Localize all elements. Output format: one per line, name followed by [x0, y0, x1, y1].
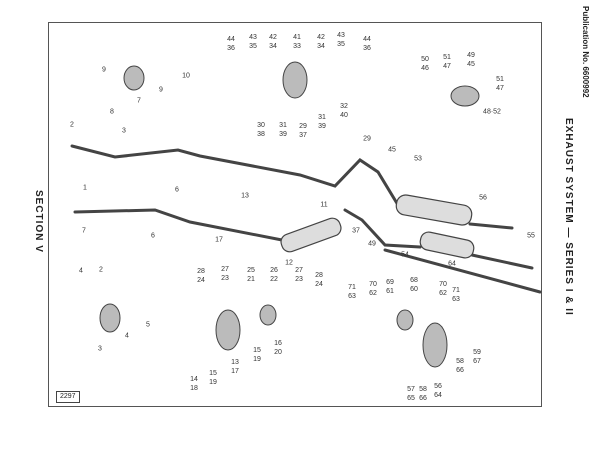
- part-callout: 3: [122, 127, 126, 135]
- part-callout: 16 20: [274, 340, 282, 356]
- silencer-lower: [280, 217, 342, 253]
- mounting-bracket: [422, 322, 448, 368]
- part-callout: 42 34: [317, 34, 325, 50]
- part-callout: 2: [99, 266, 103, 274]
- rubber-mounting: [259, 304, 277, 326]
- part-callout: 6: [151, 232, 155, 240]
- part-callout: 53: [414, 155, 422, 163]
- part-callout: 4: [125, 332, 129, 340]
- part-callout: 28 24: [315, 272, 323, 288]
- publication-number: Publication No. 6600992: [581, 6, 590, 98]
- part-callout: 56: [479, 194, 487, 202]
- front-pipe-lower: [73, 208, 284, 242]
- part-callout: 48·52: [483, 108, 501, 116]
- tail-pipe-upper: [468, 222, 514, 230]
- part-callout: 9: [102, 66, 106, 74]
- part-callout: 59 67: [473, 349, 481, 365]
- part-callout: 45: [388, 146, 396, 154]
- part-callout: 49 45: [467, 52, 475, 68]
- part-callout: 11: [320, 201, 328, 209]
- part-callout: 69 61: [386, 279, 394, 295]
- diagram-frame: [48, 22, 542, 407]
- part-callout: 57 65: [407, 386, 415, 402]
- part-callout: 27 23: [295, 267, 303, 283]
- silencer-front: [395, 194, 473, 226]
- part-callout: 30 38: [257, 122, 265, 138]
- part-callout: 58 66: [419, 386, 427, 402]
- part-callout: 44 36: [363, 36, 371, 52]
- part-callout: 3: [98, 345, 102, 353]
- part-callout: 17: [215, 236, 223, 244]
- intermediate-pipe: [343, 208, 422, 249]
- part-callout: 64: [448, 260, 456, 268]
- part-callout: 25 21: [247, 267, 255, 283]
- part-callout: 68 60: [410, 277, 418, 293]
- part-callout: 55: [527, 232, 535, 240]
- part-callout: 26 22: [270, 267, 278, 283]
- part-callout: 7: [82, 227, 86, 235]
- part-callout: 29: [363, 135, 371, 143]
- part-callout: 70 62: [439, 281, 447, 297]
- part-callout: 37: [352, 227, 360, 235]
- part-callout: 50 46: [421, 56, 429, 72]
- part-callout: 27 23: [221, 266, 229, 282]
- part-callout: 13: [241, 192, 249, 200]
- part-callout: 71 63: [348, 284, 356, 300]
- part-callout: 6: [175, 186, 179, 194]
- clamp-bracket: [99, 303, 121, 333]
- part-callout: 58 66: [456, 358, 464, 374]
- part-callout: 31 39: [279, 122, 287, 138]
- part-callout: 42 34: [269, 34, 277, 50]
- part-callout: 43 35: [337, 32, 345, 48]
- silencer-rear: [419, 231, 475, 259]
- part-callout: 41 33: [293, 34, 301, 50]
- part-callout: 51 47: [496, 76, 504, 92]
- part-callout: 15 19: [253, 347, 261, 363]
- part-callout: 49: [368, 240, 376, 248]
- tail-pipe-middle: [470, 253, 534, 270]
- part-callout: 14 18: [190, 376, 198, 392]
- section-label: SECTION V: [33, 190, 44, 253]
- plate-number: 2297: [56, 391, 80, 403]
- mounting-bracket: [282, 61, 308, 99]
- part-callout: 32 40: [340, 103, 348, 119]
- part-callout: 2: [70, 121, 74, 129]
- part-callout: 5: [146, 321, 150, 329]
- part-callout: 1: [83, 184, 87, 192]
- part-callout: 71 63: [452, 287, 460, 303]
- part-callout: 56 64: [434, 383, 442, 399]
- part-callout: 44 36: [227, 36, 235, 52]
- part-callout: 13 17: [231, 359, 239, 375]
- front-pipe-upper: [70, 144, 400, 207]
- part-callout: 54: [401, 251, 409, 259]
- clamp-bracket: [123, 65, 145, 91]
- part-callout: 15 19: [209, 370, 217, 386]
- part-callout: 70 62: [369, 281, 377, 297]
- part-callout: 10: [182, 72, 190, 80]
- page-title: EXHAUST SYSTEM — SERIES I & II: [563, 118, 574, 316]
- part-callout: 31 39: [318, 114, 326, 130]
- part-callout: 43 35: [249, 34, 257, 50]
- part-callout: 9: [159, 86, 163, 94]
- rubber-mounting: [396, 309, 414, 331]
- part-callout: 28 24: [197, 268, 205, 284]
- part-callout: 51 47: [443, 54, 451, 70]
- part-callout: 8: [110, 108, 114, 116]
- part-callout: 12: [285, 259, 293, 267]
- tail-pipe-lower: [383, 248, 542, 294]
- part-callout: 4: [79, 267, 83, 275]
- part-callout: 29 37: [299, 123, 307, 139]
- mounting-bracket: [215, 309, 241, 351]
- clamp-bracket: [450, 85, 480, 107]
- part-callout: 7: [137, 97, 141, 105]
